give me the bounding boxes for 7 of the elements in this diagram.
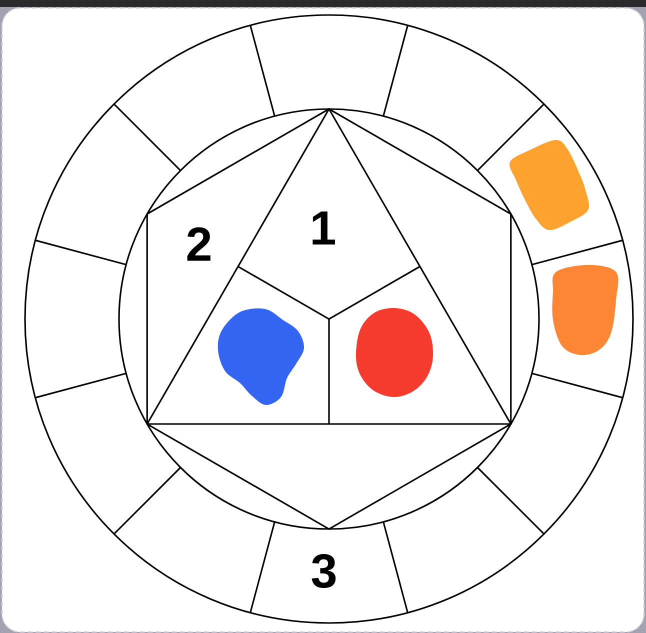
callout-number: 1 (312, 212, 336, 245)
paint-blob (552, 265, 618, 356)
callout-number: 2 (187, 227, 210, 261)
paint-blob (356, 308, 434, 398)
paint-blob (218, 308, 304, 405)
paint-blob (509, 140, 589, 230)
callout-number: 3 (312, 554, 336, 588)
